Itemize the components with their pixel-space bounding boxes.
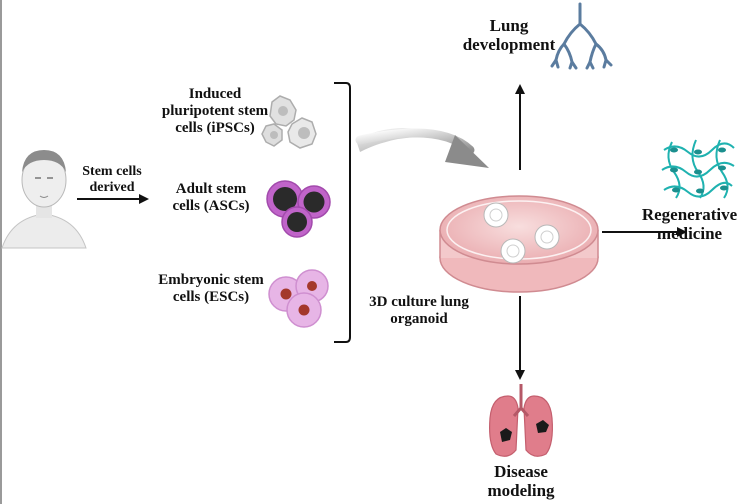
ipsc-label: Induced pluripotent stem cells (iPSCs) [160, 86, 270, 136]
asc-label-line2: cells (ASCs) [172, 197, 250, 214]
lung-development-label: Lung development [454, 16, 564, 54]
organoid-label-line1: 3D culture lung [369, 294, 469, 310]
regenerative-medicine-label: Regenerative medicine [632, 205, 747, 243]
cell-types-bracket [334, 82, 351, 343]
asc-label: Adult stem cells (ASCs) [156, 181, 266, 215]
derived-label-line1: Stem cells [82, 164, 142, 179]
curved-transfer-arrow [355, 128, 489, 168]
disease-modeling-line1: Disease [494, 462, 548, 481]
organoid-label-line2: organoid [390, 310, 448, 327]
esc-label-line1: Embryonic stem [158, 272, 264, 288]
esc-label: Embryonic stem cells (ESCs) [150, 272, 272, 306]
derived-label-line2: derived [89, 179, 135, 195]
petri-dish-icon [439, 195, 599, 293]
disease-modeling-label: Disease modeling [478, 462, 564, 500]
lung-development-line2: development [462, 35, 556, 55]
bronchial-tree-icon [550, 2, 613, 70]
lung-development-line1: Lung [489, 16, 529, 35]
adult-stem-cells-icon [266, 180, 331, 238]
asc-label-line1: Adult stem [175, 181, 247, 197]
diseased-lungs-icon [489, 384, 553, 457]
derived-arrow-label: Stem cells derived [77, 164, 147, 195]
regenerative-medicine-line1: Regenerative [641, 205, 738, 224]
embryonic-stem-cells-icon [268, 269, 329, 328]
regenerative-medicine-line2: medicine [656, 224, 723, 244]
disease-modeling-line2: modeling [487, 481, 555, 501]
ipsc-cells-icon [261, 95, 317, 149]
left-edge-line [0, 0, 2, 504]
ipsc-label-line1: Induced [188, 86, 242, 102]
ipsc-label-line3: cells (iPSCs) [175, 119, 255, 136]
scaffold-mesh-icon [661, 139, 735, 199]
ipsc-label-line2: pluripotent stem [161, 102, 269, 119]
esc-label-line2: cells (ESCs) [172, 288, 250, 305]
person-face-icon [1, 150, 87, 249]
organoid-label: 3D culture lung organoid [359, 294, 479, 328]
